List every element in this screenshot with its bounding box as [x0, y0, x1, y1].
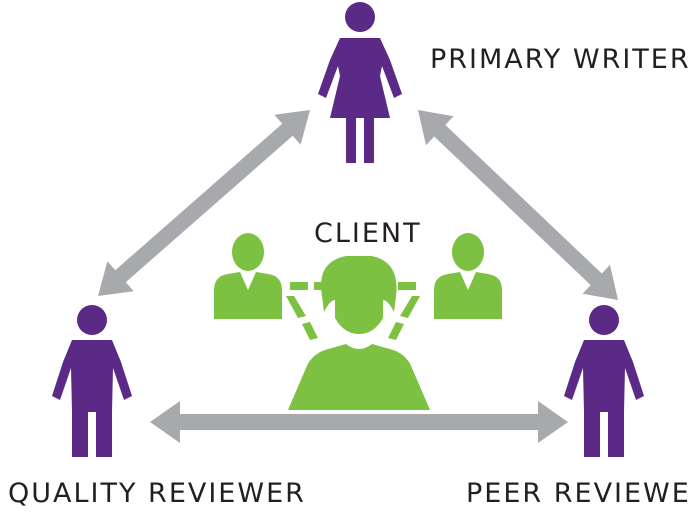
client-bust-right-icon — [434, 233, 502, 319]
peer-reviewer-label: PEER REVIEWER — [466, 478, 688, 509]
arrow-quality-peer — [150, 401, 568, 443]
client-connector-left — [286, 282, 328, 340]
quality-reviewer-label: QUALITY REVIEWER — [8, 478, 306, 509]
client-icon — [288, 256, 430, 410]
primary-writer-female-person-icon — [318, 2, 402, 163]
primary-writer-label: PRIMARY WRITER — [430, 44, 688, 75]
peer-reviewer-male-person-icon — [564, 305, 644, 457]
arrow-writer-peer — [418, 110, 618, 300]
client-label: CLIENT — [314, 218, 422, 249]
quality-reviewer-male-person-icon — [52, 305, 132, 457]
arrow-writer-quality — [98, 110, 310, 296]
client-bust-left-icon — [214, 233, 282, 319]
